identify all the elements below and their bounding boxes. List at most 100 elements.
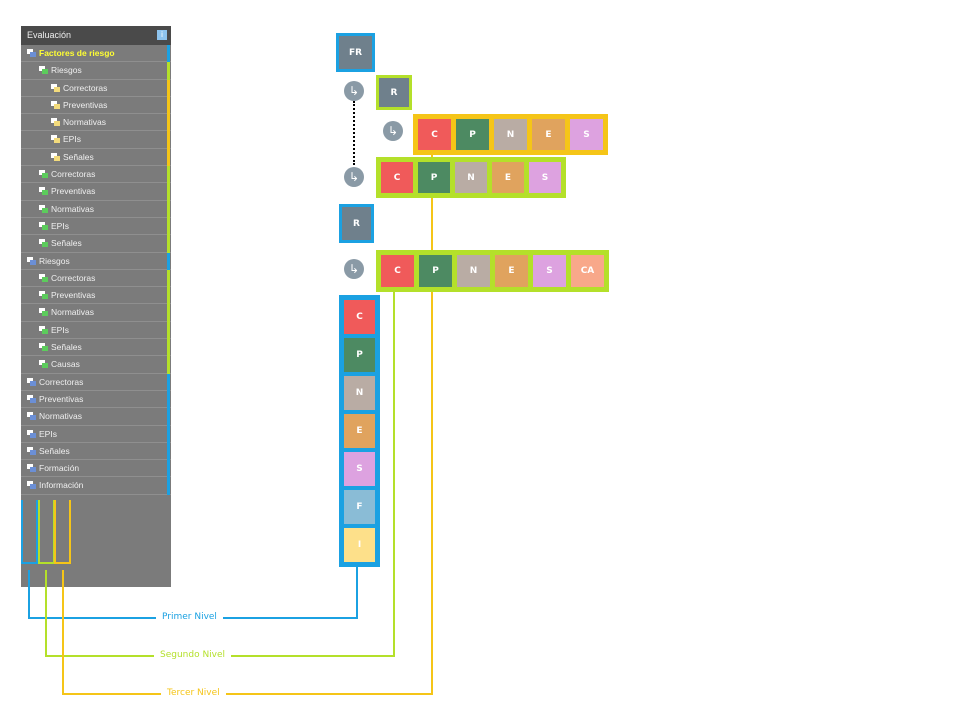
- level-strip: [167, 304, 170, 322]
- level-strip: [167, 166, 170, 184]
- sidebar-item[interactable]: Información: [21, 477, 171, 495]
- sidebar-item[interactable]: Señales: [21, 339, 171, 357]
- sidebar-item[interactable]: Correctoras: [21, 166, 171, 184]
- sidebar-item[interactable]: Preventivas: [21, 390, 171, 409]
- level-strip: [167, 114, 170, 132]
- tile-e[interactable]: E: [532, 119, 565, 150]
- tile-c[interactable]: C: [344, 300, 375, 334]
- tile-fr[interactable]: FR: [339, 36, 372, 69]
- folder-icon: [27, 464, 36, 473]
- sidebar-item[interactable]: Causas: [21, 356, 171, 374]
- folder-icon: [27, 429, 36, 438]
- first-level-connector: [28, 570, 30, 619]
- sidebar-item[interactable]: Señales: [21, 148, 171, 167]
- sidebar-header: Evaluación i: [21, 26, 171, 45]
- sidebar-item[interactable]: Normativas: [21, 304, 171, 322]
- folder-icon: [27, 446, 36, 455]
- folder-icon: [39, 66, 48, 75]
- segundo-nivel-label: Segundo Nivel: [154, 650, 232, 660]
- folder-icon: [39, 291, 48, 300]
- folder-icon: [27, 256, 36, 265]
- tile-e[interactable]: E: [344, 414, 375, 448]
- sidebar-item-label: Riesgos: [51, 65, 82, 76]
- third-level-connector: [431, 150, 433, 695]
- sidebar-item[interactable]: EPIs: [21, 131, 171, 149]
- tile-c[interactable]: C: [381, 255, 414, 287]
- tile-e[interactable]: E: [495, 255, 528, 287]
- tile-r[interactable]: R: [379, 78, 409, 107]
- sidebar-item[interactable]: Factores de riesgo: [21, 45, 171, 63]
- tile-s[interactable]: S: [529, 162, 561, 193]
- folder-icon: [39, 221, 48, 230]
- tile-e[interactable]: E: [492, 162, 524, 193]
- sidebar-item-label: Señales: [51, 238, 82, 249]
- tile-r[interactable]: R: [342, 207, 371, 240]
- level-strip: [167, 477, 170, 495]
- sidebar-item[interactable]: EPIs: [21, 321, 171, 340]
- folder-icon: [51, 135, 60, 144]
- tile-n[interactable]: N: [455, 162, 487, 193]
- tile-c[interactable]: C: [381, 162, 413, 193]
- sidebar-item[interactable]: Correctoras: [21, 269, 171, 288]
- folder-icon: [27, 481, 36, 490]
- level-strip: [167, 183, 170, 201]
- folder-icon: [51, 118, 60, 127]
- folder-icon: [27, 394, 36, 403]
- sidebar-item-label: Normativas: [51, 307, 94, 318]
- sidebar-item[interactable]: EPIs: [21, 425, 171, 443]
- dotted-connector: [353, 101, 355, 165]
- sidebar-item[interactable]: Riesgos: [21, 252, 171, 270]
- sidebar-item-label: Normativas: [39, 411, 82, 422]
- second-level-connector: [45, 570, 47, 657]
- tile-n[interactable]: N: [344, 376, 375, 410]
- second-level-connector: [393, 287, 395, 657]
- sidebar-item-label: Correctoras: [39, 376, 84, 387]
- subitem-arrow-icon: ↳: [344, 81, 364, 101]
- sidebar-item[interactable]: Riesgos: [21, 62, 171, 80]
- fr-box: FR: [336, 33, 375, 72]
- tile-s[interactable]: S: [533, 255, 566, 287]
- tile-p[interactable]: P: [456, 119, 489, 150]
- tile-s[interactable]: S: [570, 119, 603, 150]
- level-strip: [167, 373, 170, 391]
- tile-p[interactable]: P: [418, 162, 450, 193]
- sidebar-item-label: Causas: [51, 359, 80, 370]
- sidebar-item[interactable]: Preventivas: [21, 287, 171, 305]
- r-box-second-level: R: [376, 75, 412, 110]
- third-level-connector: [62, 570, 64, 695]
- sidebar-item[interactable]: Señales: [21, 235, 171, 253]
- sidebar-item-label: Factores de riesgo: [39, 48, 115, 58]
- level-strip: [167, 425, 170, 443]
- folder-icon: [27, 412, 36, 421]
- sidebar-item[interactable]: EPIs: [21, 217, 171, 236]
- tile-f[interactable]: F: [344, 490, 375, 524]
- sidebar-item[interactable]: Formación: [21, 460, 171, 478]
- tile-p[interactable]: P: [344, 338, 375, 372]
- sidebar-item[interactable]: Normativas: [21, 114, 171, 132]
- r-box-first-level: R: [339, 204, 374, 243]
- sidebar-item[interactable]: Correctoras: [21, 79, 171, 97]
- sidebar-item[interactable]: Normativas: [21, 200, 171, 218]
- sidebar-item[interactable]: Preventivas: [21, 96, 171, 115]
- tile-s[interactable]: S: [344, 452, 375, 486]
- level-strip: [167, 460, 170, 478]
- sidebar-item[interactable]: Normativas: [21, 408, 171, 426]
- tile-n[interactable]: N: [457, 255, 490, 287]
- tile-i[interactable]: I: [344, 528, 375, 562]
- level-strip: [167, 217, 170, 236]
- level-strip: [167, 408, 170, 426]
- second-level-bracket: [38, 500, 55, 564]
- sidebar-item-label: EPIs: [39, 428, 57, 439]
- tile-n[interactable]: N: [494, 119, 527, 150]
- info-icon[interactable]: i: [157, 30, 167, 40]
- tile-c[interactable]: C: [418, 119, 451, 150]
- tile-ca[interactable]: CA: [571, 255, 604, 287]
- sidebar-item[interactable]: Señales: [21, 442, 171, 461]
- sidebar-item[interactable]: Correctoras: [21, 373, 171, 391]
- sidebar-item[interactable]: Preventivas: [21, 183, 171, 201]
- tile-p[interactable]: P: [419, 255, 452, 287]
- folder-icon: [27, 49, 36, 57]
- sidebar-item-label: Normativas: [63, 117, 106, 128]
- sidebar-item-label: Señales: [39, 445, 70, 456]
